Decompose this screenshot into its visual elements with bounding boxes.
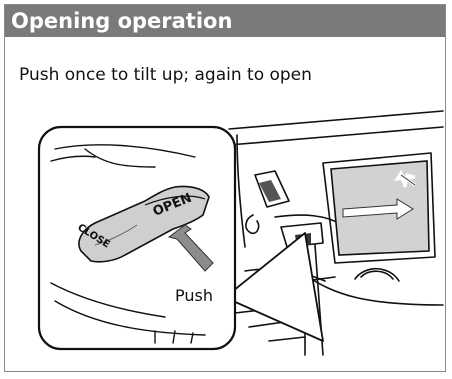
- instruction-card: Opening operation Push once to tilt up; …: [4, 4, 446, 372]
- section-header: Opening operation: [5, 5, 445, 37]
- callout-pointer: [233, 233, 323, 341]
- instruction-text: Push once to tilt up; again to open: [19, 65, 312, 85]
- section-title: Opening operation: [11, 5, 232, 37]
- push-label: Push: [175, 286, 213, 305]
- sunroof-switch-illustration: OPEN CLOSE Push: [5, 105, 447, 371]
